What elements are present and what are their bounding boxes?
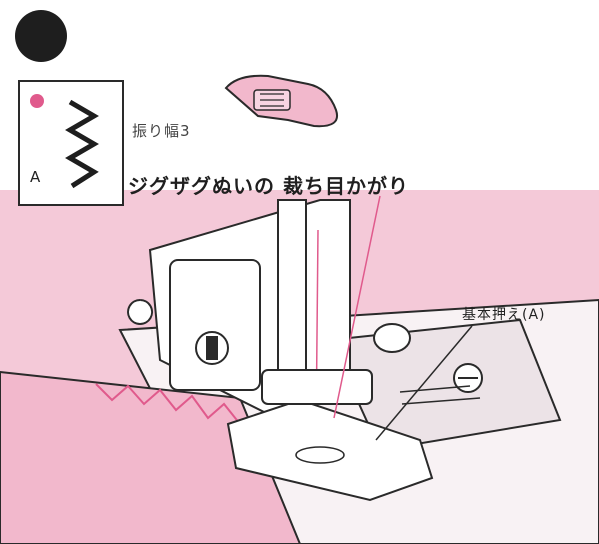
- stitch-pattern-box: A: [18, 80, 124, 206]
- step-bullet-icon: [15, 10, 67, 62]
- zigzag-stitch-icon: [65, 99, 99, 189]
- selected-indicator-icon: [30, 94, 44, 108]
- stitch-caption: ジグザグぬいの 裁ち目かがり: [128, 174, 409, 198]
- presser-bar: [277, 199, 307, 401]
- side-screw: [127, 299, 154, 325]
- caption-leader: [333, 195, 381, 419]
- pattern-letter: A: [30, 168, 41, 186]
- presser-foot-label: 基本押え(A): [462, 307, 546, 323]
- zigzag-stitch: [95, 383, 241, 425]
- foot-leader: [375, 325, 473, 441]
- stitch-width-label: 振り幅3: [132, 122, 191, 140]
- presser-foot-icon: [224, 74, 338, 128]
